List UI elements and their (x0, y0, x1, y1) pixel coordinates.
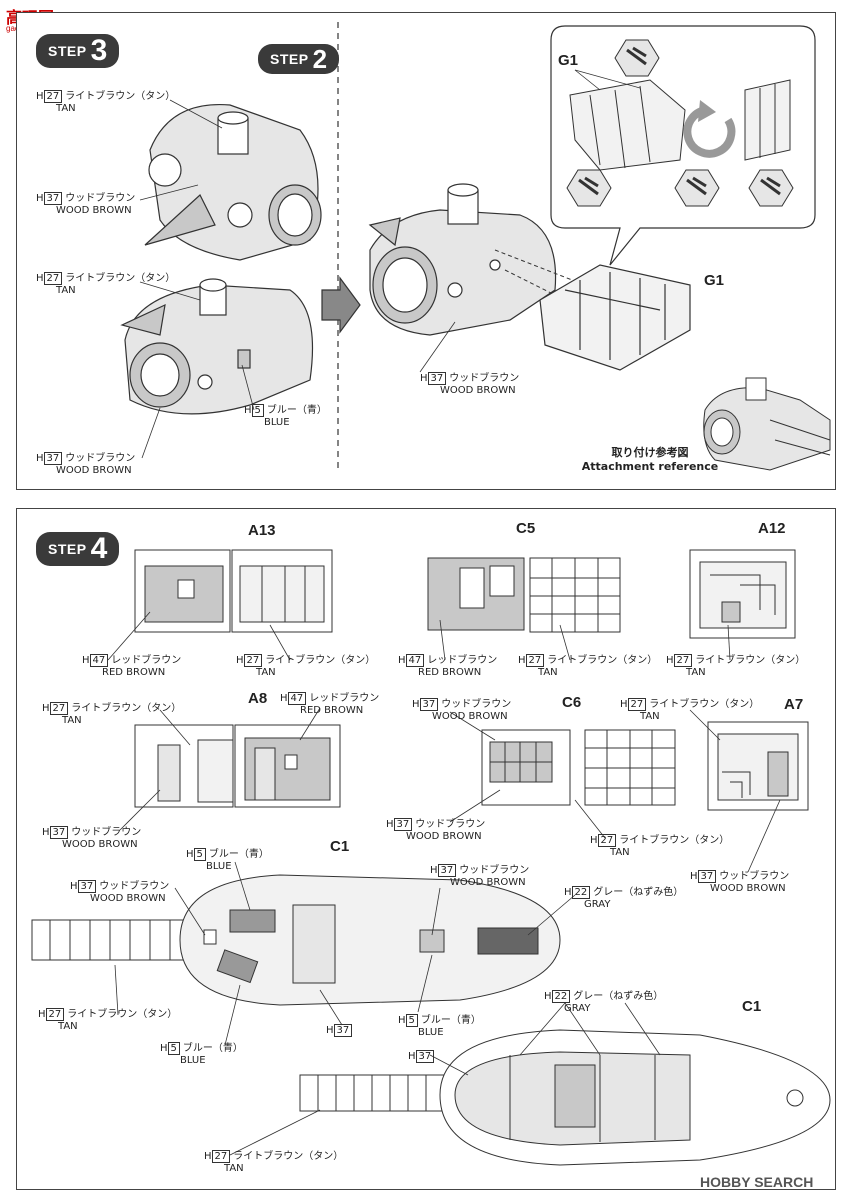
attachment-reference-drawing (703, 377, 831, 471)
a12-panel-drawing (689, 549, 796, 639)
c6-panel-drawing (481, 729, 676, 806)
hull-top-drawing (144, 103, 322, 261)
nipper-icon-2 (566, 169, 612, 207)
assembly-arrow (321, 276, 361, 334)
nipper-icon-4 (748, 169, 794, 207)
nipper-icon-3 (674, 169, 720, 207)
nipper-icon-1 (614, 39, 660, 77)
c1-hull-drawing (299, 1029, 831, 1166)
hull-bottom-drawing (120, 278, 314, 415)
part-c5: C5 (516, 520, 536, 537)
part-a13: A13 (248, 522, 276, 539)
part-c6: C6 (562, 694, 582, 711)
a13-panel-drawing (134, 549, 333, 633)
part-a12: A12 (758, 520, 786, 537)
hobby-search-watermark: HOBBY SEARCH (700, 1174, 814, 1190)
part-c1-hull: C1 (742, 998, 762, 1015)
rotate-arrow (683, 106, 736, 158)
a7-panel-drawing (707, 721, 809, 811)
part-c1-deck: C1 (330, 838, 350, 855)
assembled-hull-drawing (368, 183, 557, 336)
g1-sprue-drawing (569, 79, 791, 171)
g1-frame-drawing (539, 264, 691, 371)
step3-part-g1: G1 (704, 272, 725, 289)
c5-panel-drawing (427, 557, 621, 633)
a8-panel-drawing (134, 724, 341, 808)
part-a7: A7 (784, 696, 804, 713)
c1-deck-drawing (31, 874, 561, 1006)
attachment-reference-caption: 取り付け参考図 Attachment reference (581, 446, 719, 473)
step3-part-g1-callout: G1 (558, 52, 579, 69)
part-a8: A8 (248, 690, 268, 707)
